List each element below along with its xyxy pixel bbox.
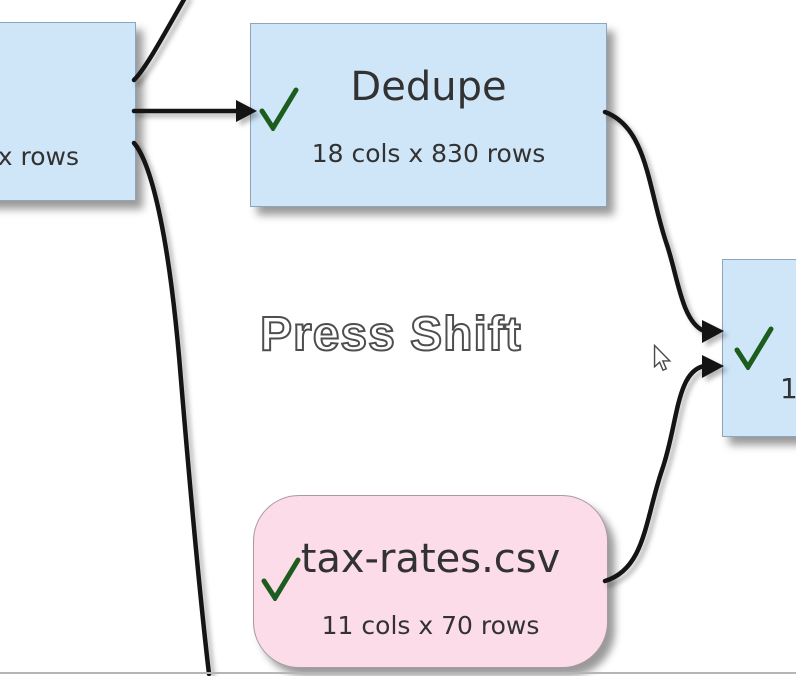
node-right-subtext: 1	[780, 372, 796, 405]
press-shift-hint: Press Shift	[259, 308, 522, 361]
mouse-cursor-icon	[653, 344, 672, 372]
connector-left-to-top[interactable]	[131, 0, 187, 83]
arrowhead-icon	[702, 320, 724, 343]
node-dedupe-title: Dedupe	[350, 64, 507, 110]
check-icon	[259, 87, 299, 131]
node-right-partial[interactable]: 1	[722, 259, 796, 437]
arrowhead-icon	[702, 355, 724, 378]
node-tax-rates[interactable]: tax-rates.csv 11 cols x 70 rows	[253, 495, 608, 668]
node-tax-rates-subtext: 11 cols x 70 rows	[321, 611, 540, 640]
check-icon	[734, 326, 774, 370]
connector-left-to-bottom[interactable]	[131, 140, 212, 676]
node-left-subtext: x rows	[0, 142, 79, 171]
connector-tax-to-right[interactable]	[602, 355, 724, 584]
node-tax-rates-title: tax-rates.csv	[300, 536, 561, 582]
connector-dedupe-to-right[interactable]	[602, 109, 724, 343]
node-dedupe-subtext: 18 cols x 830 rows	[311, 139, 546, 168]
node-left-partial[interactable]: x rows	[0, 22, 136, 201]
canvas-bottom-divider	[0, 672, 796, 674]
connector-left-to-dedupe[interactable]	[131, 100, 257, 122]
node-dedupe[interactable]: Dedupe 18 cols x 830 rows	[250, 23, 607, 207]
check-icon	[261, 557, 301, 601]
